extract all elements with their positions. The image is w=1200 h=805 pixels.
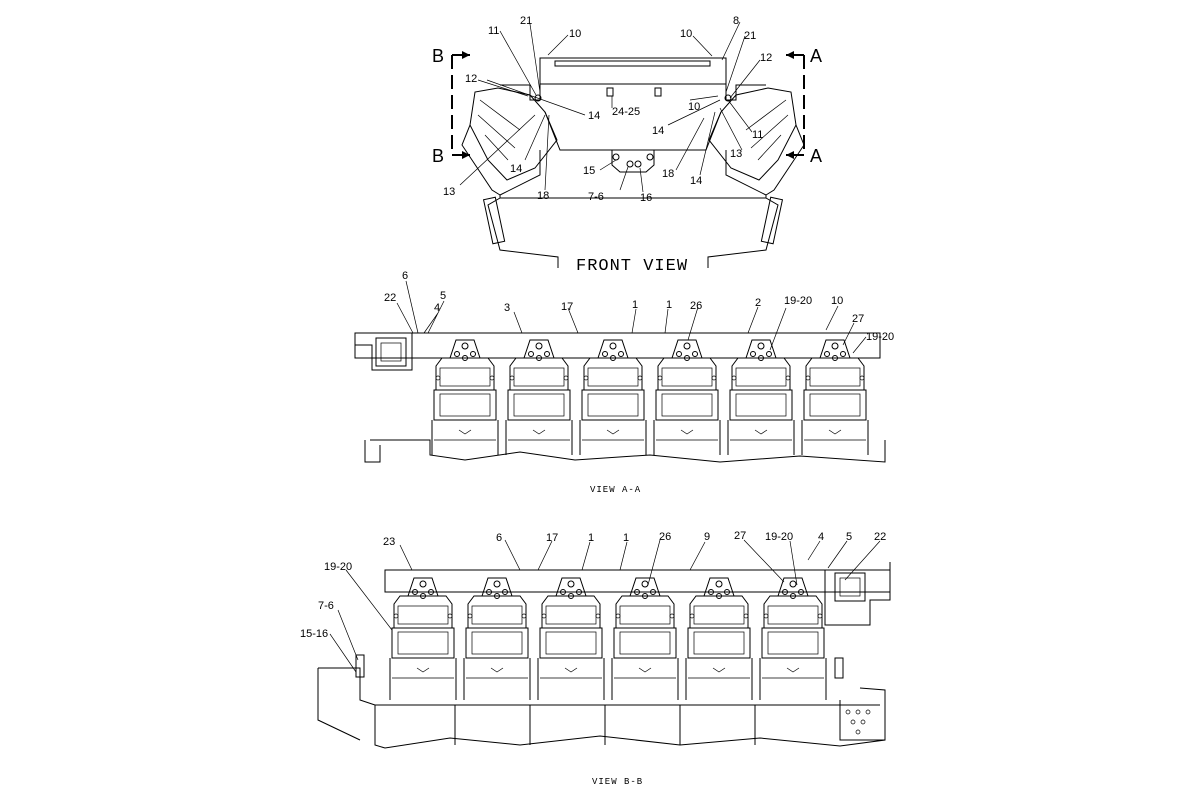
callout: 23 bbox=[383, 536, 395, 548]
callout: 1 bbox=[666, 299, 672, 311]
callout: 5 bbox=[846, 531, 852, 543]
callout: 2 bbox=[755, 297, 761, 309]
callout: 3 bbox=[504, 302, 510, 314]
cylinder-head-unit bbox=[463, 577, 531, 700]
section-marker-a-bottom: A bbox=[810, 146, 822, 166]
cylinder-head-unit bbox=[801, 339, 869, 455]
callout: 17 bbox=[561, 301, 573, 313]
callout: 19-20 bbox=[866, 331, 894, 343]
callout: 15 bbox=[583, 165, 595, 177]
callout: 10 bbox=[680, 28, 692, 40]
callout: 19-20 bbox=[784, 295, 812, 307]
cylinder-head-unit bbox=[685, 577, 753, 700]
callout: 11 bbox=[488, 25, 499, 37]
cylinder-head-unit bbox=[653, 339, 721, 455]
callout: 12 bbox=[465, 73, 477, 85]
callout: 18 bbox=[662, 168, 674, 180]
callout: 14 bbox=[652, 125, 664, 137]
front-view-title: FRONT VIEW bbox=[576, 257, 688, 276]
cylinder-head-unit bbox=[431, 339, 499, 455]
callout: 1 bbox=[623, 532, 629, 544]
front-view-labels: B B A A 21 11 10 10 8 21 12 12 10 14 24-… bbox=[432, 15, 822, 276]
cylinder-head-unit bbox=[579, 339, 647, 455]
callout: 6 bbox=[496, 532, 502, 544]
callout: 7-6 bbox=[318, 600, 334, 612]
view-a-labels: 6 5 22 4 3 17 1 1 26 2 19-20 10 27 19-20… bbox=[384, 270, 894, 495]
callout: 18 bbox=[537, 190, 549, 202]
callout: 15-16 bbox=[300, 628, 328, 640]
cylinder-head-unit bbox=[727, 339, 795, 455]
callout: 13 bbox=[730, 148, 742, 160]
callout: 19-20 bbox=[765, 531, 793, 543]
callout: 21 bbox=[520, 15, 532, 27]
callout: 6 bbox=[402, 270, 408, 282]
section-marker-b-top: B bbox=[432, 46, 444, 66]
callout: 27 bbox=[734, 530, 746, 542]
callout: 13 bbox=[443, 186, 455, 198]
callout: 4 bbox=[434, 302, 440, 314]
callout: 7-6 bbox=[588, 191, 604, 203]
callout: 10 bbox=[831, 295, 843, 307]
callout: 8 bbox=[733, 15, 739, 27]
cylinder-head-unit bbox=[389, 577, 457, 700]
view-b-drawing bbox=[317, 562, 891, 749]
callout: 1 bbox=[588, 532, 594, 544]
callout: 27 bbox=[852, 313, 864, 325]
cylinder-head-unit bbox=[537, 577, 605, 700]
view-b-labels: 23 6 17 1 1 26 9 27 19-20 4 5 22 19-20 7… bbox=[300, 530, 886, 787]
callout: 26 bbox=[659, 531, 671, 543]
view-a-title: VIEW A-A bbox=[590, 485, 641, 495]
callout: 10 bbox=[688, 101, 700, 113]
callout: 1 bbox=[632, 299, 638, 311]
callout: 16 bbox=[640, 192, 652, 204]
cylinder-head-unit bbox=[759, 577, 827, 700]
callout: 5 bbox=[440, 290, 446, 302]
callout: 9 bbox=[704, 531, 710, 543]
cylinder-head-unit bbox=[505, 339, 573, 455]
callout: 14 bbox=[510, 163, 522, 175]
section-marker-a-top: A bbox=[810, 46, 822, 66]
callout: 22 bbox=[384, 292, 396, 304]
callout: 19-20 bbox=[324, 561, 352, 573]
callout: 4 bbox=[818, 531, 824, 543]
view-a-drawing bbox=[354, 332, 886, 463]
section-marker-b-bottom: B bbox=[432, 146, 444, 166]
callout: 24-25 bbox=[612, 106, 640, 118]
callout: 22 bbox=[874, 531, 886, 543]
callout: 17 bbox=[546, 532, 558, 544]
view-b-title: VIEW B-B bbox=[592, 777, 643, 787]
callout: 11 bbox=[752, 129, 763, 141]
callout: 14 bbox=[588, 110, 600, 122]
front-view-drawing bbox=[451, 21, 805, 268]
callout: 12 bbox=[760, 52, 772, 64]
callout: 21 bbox=[744, 30, 756, 42]
callout: 14 bbox=[690, 175, 702, 187]
callout: 26 bbox=[690, 300, 702, 312]
cylinder-head-unit bbox=[611, 577, 679, 700]
callout: 10 bbox=[569, 28, 581, 40]
